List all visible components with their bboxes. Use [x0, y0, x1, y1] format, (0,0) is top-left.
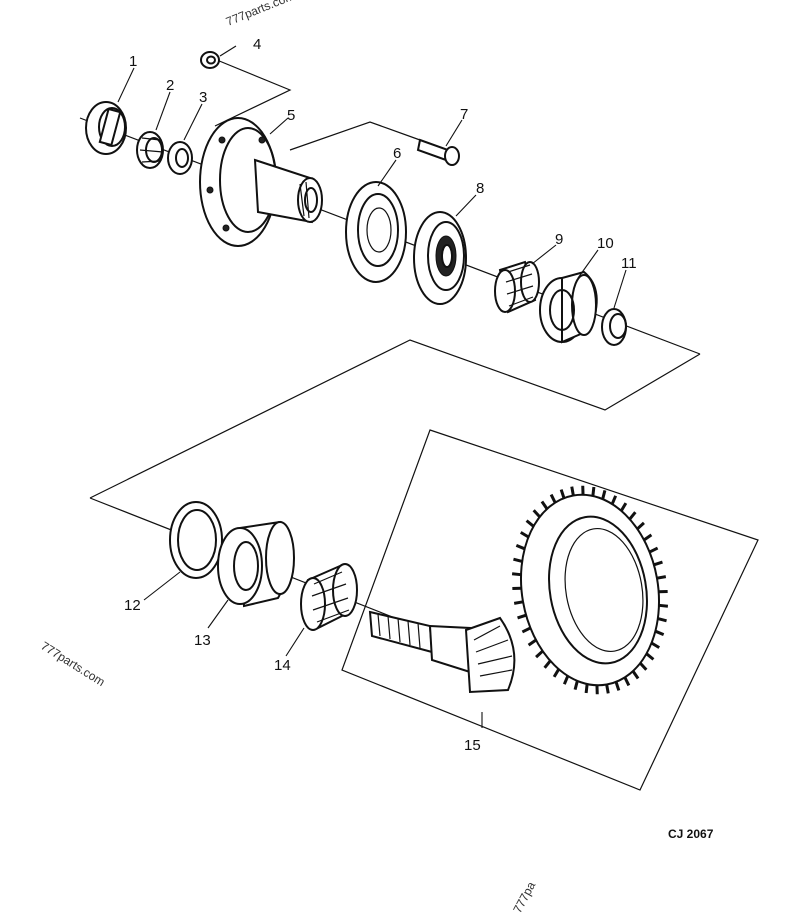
crown-wheel-tooth — [535, 649, 544, 659]
crown-wheel-tooth — [628, 511, 637, 521]
part-5-flange — [199, 117, 323, 247]
crown-wheel-tooth — [657, 617, 667, 623]
crown-wheel-tooth — [525, 519, 535, 528]
crown-wheel-tooth — [532, 509, 541, 518]
crown-wheel-tooth — [654, 629, 665, 637]
crown-wheel-tooth — [619, 502, 628, 512]
callout-15: 15 — [464, 737, 481, 754]
callout-6: 6 — [393, 145, 401, 162]
crown-wheel-tooth — [573, 680, 579, 690]
crown-wheel-tooth — [631, 670, 640, 680]
callout-2: 2 — [166, 77, 174, 94]
crown-wheel-tooth — [639, 662, 648, 671]
crown-wheel-tooth — [511, 572, 522, 577]
crown-wheel-tooth — [519, 531, 530, 539]
callout-13: 13 — [194, 632, 211, 649]
crown-wheel-tooth — [552, 668, 561, 678]
part-1-ring-nut — [85, 101, 127, 155]
watermark-left: 777parts.com — [38, 639, 107, 689]
part-10-bearing-cup — [539, 270, 598, 344]
callout-11: 11 — [621, 255, 637, 272]
crown-wheel-tooth — [648, 546, 659, 554]
part-6-seal — [345, 181, 407, 283]
crown-wheel-tooth — [543, 659, 552, 669]
part-4-small-nut — [200, 51, 220, 69]
part-2-castle-nut — [136, 131, 164, 169]
callout-7: 7 — [460, 106, 468, 123]
crown-wheel-tooth — [513, 600, 524, 605]
part-12-shim — [169, 501, 223, 579]
crown-wheel-tooth — [636, 521, 645, 531]
part-13-bearing-cup — [217, 520, 295, 608]
crown-wheel-teeth — [511, 485, 669, 695]
crown-wheel-tooth — [527, 638, 537, 647]
crown-wheel-tooth — [610, 495, 618, 505]
crown-wheel-tooth — [653, 560, 663, 567]
crown-wheel-tooth — [591, 486, 596, 497]
crown-wheel-tooth — [601, 490, 607, 500]
crown-wheel-tooth — [643, 533, 653, 542]
crown-wheel-tooth — [517, 613, 527, 620]
part-15-gear-set — [341, 429, 759, 791]
crown-wheel-tooth — [515, 543, 526, 551]
callout-5: 5 — [287, 107, 295, 124]
watermark-top: 777parts.com — [224, 0, 297, 29]
crown-wheel-tooth — [605, 684, 610, 694]
crown-wheel-tooth — [650, 641, 661, 649]
crown-wheel-tooth — [623, 676, 631, 687]
watermark-bottom: 777pa — [510, 879, 538, 914]
part-7-bolt — [416, 138, 460, 166]
crown-wheel-tooth — [584, 683, 589, 694]
part-14-bearing-cone — [300, 563, 358, 631]
part-3-washer — [167, 141, 193, 175]
crown-wheel-tooth — [540, 500, 549, 510]
part-8-bearing — [413, 211, 467, 305]
callout-1: 1 — [129, 53, 137, 70]
upper-axis — [79, 57, 701, 499]
callout-4: 4 — [253, 36, 261, 53]
crown-wheel-tooth — [549, 493, 557, 504]
callouts: 1 2 3 4 5 6 7 8 9 10 11 12 13 14 15 — [117, 36, 637, 754]
part-9-bearing-cone — [494, 260, 540, 314]
crown-wheel-tooth — [656, 575, 667, 580]
crown-wheel-tooth — [562, 675, 570, 685]
part-11-nut — [601, 308, 627, 346]
callout-3: 3 — [199, 89, 207, 106]
crown-wheel-tooth — [614, 681, 621, 691]
crown-wheel-tooth — [658, 603, 669, 608]
crown-wheel-tooth — [513, 557, 523, 563]
callout-10: 10 — [597, 235, 614, 252]
crown-wheel-tooth — [570, 486, 575, 496]
callout-8: 8 — [476, 180, 484, 197]
diagram-code: CJ 2067 — [668, 827, 714, 841]
callout-9: 9 — [555, 231, 563, 248]
callout-12: 12 — [124, 597, 141, 614]
callout-14: 14 — [274, 657, 291, 674]
crown-wheel-tooth — [559, 489, 566, 499]
crown-wheel-tooth — [521, 626, 532, 634]
crown-wheel-tooth — [645, 652, 655, 661]
